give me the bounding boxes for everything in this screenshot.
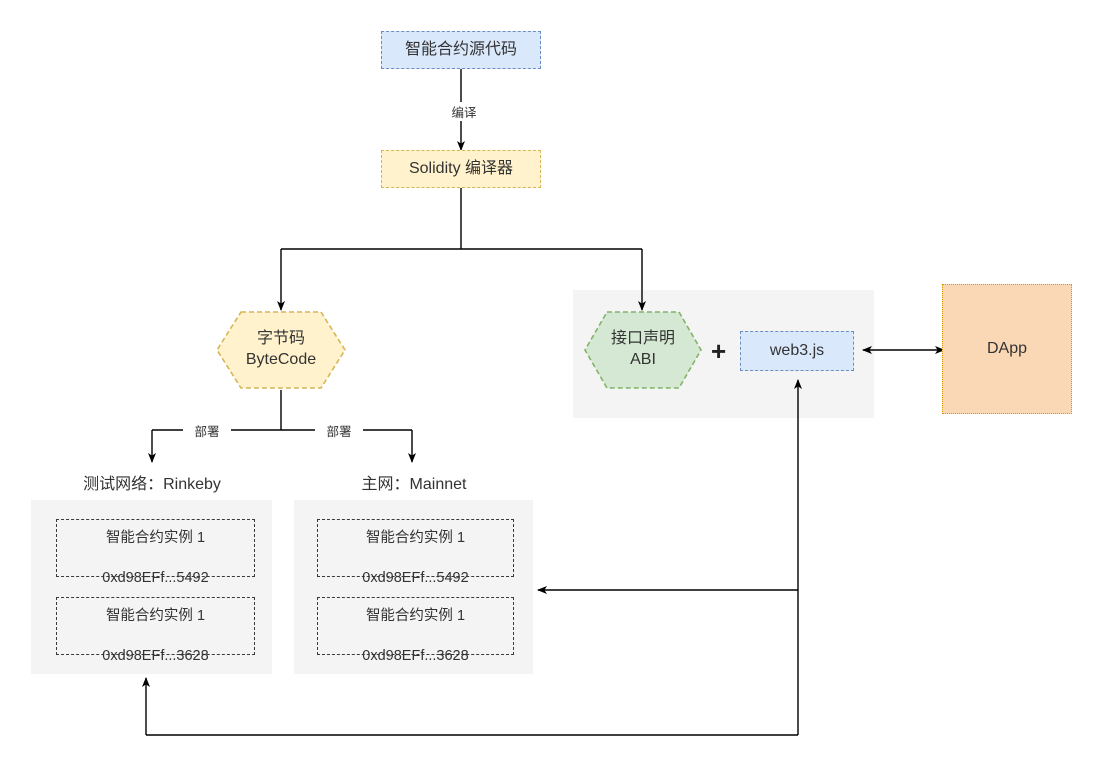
caption-mainnet: 主网：Mainnet	[361, 476, 467, 493]
instance-text: 智能合约实例 1 0xd98EFf...3628	[362, 585, 468, 666]
instance-text: 智能合约实例 1 0xd98EFf...5492	[102, 507, 208, 588]
instance-box[interactable]: 智能合约实例 1 0xd98EFf...5492	[56, 519, 255, 586]
node-abi-label: 接口声明 ABI	[610, 330, 675, 368]
instance-address: 0xd98EFf...5492	[102, 570, 209, 587]
instance-address: 0xd98EFf...3628	[102, 648, 209, 665]
node-abi[interactable]: 接口声明 ABI	[583, 310, 703, 390]
instance-name: 智能合约实例 1	[365, 529, 466, 546]
instance-box[interactable]: 智能合约实例 1 0xd98EFf...3628	[56, 597, 255, 664]
instance-name: 智能合约实例 1	[105, 529, 206, 546]
hexagon-shape-bytecode	[216, 311, 346, 389]
plus-icon: +	[711, 336, 727, 366]
instance-text: 智能合约实例 1 0xd98EFf...5492	[362, 507, 468, 588]
instance-address: 0xd98EFf...3628	[362, 648, 469, 665]
edge-label-deploy-left: 部署	[183, 421, 231, 440]
instance-box[interactable]: 智能合约实例 1 0xd98EFf...5492	[317, 519, 514, 586]
hexagon-shape-abi	[584, 311, 702, 389]
node-bytecode[interactable]: 字节码 ByteCode	[215, 310, 347, 390]
node-bytecode-label: 字节码 ByteCode	[245, 330, 317, 368]
instance-address: 0xd98EFf...5492	[362, 570, 469, 587]
group-mainnet-instances	[294, 500, 533, 674]
edge-label-compile: 编译	[437, 102, 491, 121]
node-dapp[interactable]: DApp	[942, 284, 1072, 414]
instance-name: 智能合约实例 1	[365, 607, 466, 624]
instance-text: 智能合约实例 1 0xd98EFf...3628	[102, 585, 208, 666]
group-testnet-instances	[31, 500, 272, 674]
node-web3js[interactable]: web3.js	[740, 331, 854, 371]
instance-box[interactable]: 智能合约实例 1 0xd98EFf...3628	[317, 597, 514, 664]
caption-testnet: 测试网络：Rinkeby	[83, 476, 221, 493]
node-source-code[interactable]: 智能合约源代码	[381, 31, 541, 69]
node-solidity-compiler[interactable]: Solidity 编译器	[381, 150, 541, 188]
instance-name: 智能合约实例 1	[105, 607, 206, 624]
edge-label-deploy-right: 部署	[315, 421, 363, 440]
